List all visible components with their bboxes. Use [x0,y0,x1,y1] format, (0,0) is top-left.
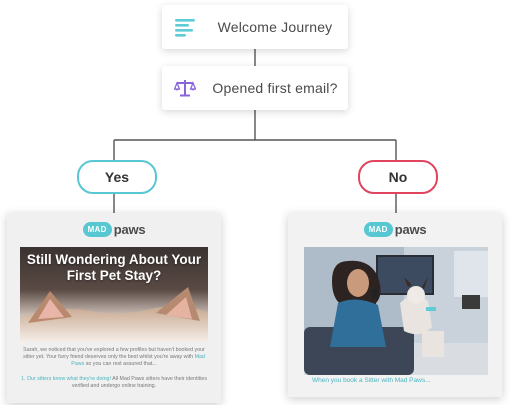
hero-title: Still Wondering About Your First Pet Sta… [20,252,208,284]
hero-image-woman-dog [304,247,488,375]
scales-icon [174,80,196,97]
hero-title-line1: Still Wondering About Your [26,252,202,267]
start-node-label: Welcome Journey [217,19,333,35]
start-node[interactable]: Welcome Journey [162,5,348,49]
footer-num: 1. [21,376,26,382]
body-p1: Sarah, we noticed that you've explored a… [23,347,205,360]
logo-word: paws [394,221,427,237]
email-footer-text: 1. Our sitters know what they're doing! … [21,376,207,390]
footer-link[interactable]: Our sitters know what they're doing! [26,376,111,382]
list-lines-icon [175,19,195,37]
email-preview-no[interactable]: MAD paws [288,213,502,397]
no-branch-button[interactable]: No [358,160,438,194]
body-p1-end: so you can rest assured that... [85,361,157,367]
no-branch-label: No [388,169,408,185]
body-p1-link[interactable]: Mad Paws [71,354,205,367]
woman-with-dog-illustration [304,247,488,375]
email-body-text: Sarah, we noticed that you've explored a… [21,347,207,368]
logo-word: paws [113,221,146,237]
email-preview-yes[interactable]: MAD paws Still Wondering About Your [7,213,221,403]
yes-branch-label: Yes [104,169,130,185]
email-caption-link[interactable]: When you book a Sitter with Mad Paws... [312,377,431,384]
madpaws-logo: MAD paws [7,218,221,240]
decision-node-label: Opened first email? [212,80,338,96]
footer-text: All Mad Paws sitters have their identiti… [71,376,207,389]
decision-node[interactable]: Opened first email? [162,66,348,110]
hero-title-line2: First Pet Stay? [66,268,162,283]
yes-branch-button[interactable]: Yes [77,160,157,194]
logo-badge: MAD [82,221,112,237]
cat-ears-illustration [20,287,208,342]
logo-badge: MAD [363,221,393,237]
hero-image-cat: Still Wondering About Your First Pet Sta… [20,247,208,342]
madpaws-logo: MAD paws [288,218,502,240]
